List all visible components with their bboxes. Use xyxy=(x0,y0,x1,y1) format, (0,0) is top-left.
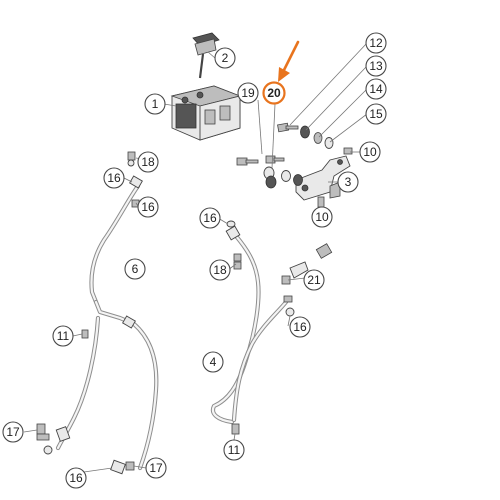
callout-10-upper: 10 xyxy=(359,141,381,163)
highlight-arrow xyxy=(278,40,300,82)
callout-label: 18 xyxy=(213,263,227,277)
callout-label: 13 xyxy=(369,59,383,73)
callout-17-b: 17 xyxy=(145,457,167,479)
callout-label: 4 xyxy=(210,355,217,369)
callout-label: 12 xyxy=(369,36,383,50)
callout-16-a: 16 xyxy=(103,167,125,189)
callout-16-c: 16 xyxy=(199,207,221,229)
callout-14: 14 xyxy=(365,78,387,100)
callout-11-left: 11 xyxy=(52,325,74,347)
callout-label: 11 xyxy=(57,329,70,343)
callout-18-a: 18 xyxy=(137,151,159,173)
callout-2: 2 xyxy=(214,47,236,69)
callout-label: 16 xyxy=(293,320,307,334)
callout-label: 16 xyxy=(141,200,155,214)
callout-label: 20 xyxy=(267,86,281,100)
callout-19: 19 xyxy=(237,82,259,104)
callout-16-d: 16 xyxy=(289,316,311,338)
callout-label: 18 xyxy=(141,155,155,169)
leader-lines xyxy=(23,42,368,473)
callout-3: 3 xyxy=(337,171,359,193)
callout-16-b: 16 xyxy=(137,196,159,218)
callout-4: 4 xyxy=(202,351,224,373)
callout-1: 1 xyxy=(144,93,166,115)
callout-11-bottom: 11 xyxy=(223,439,245,461)
abs-modulator-unit xyxy=(170,85,242,141)
callout-label: 17 xyxy=(6,425,20,439)
callout-label: 3 xyxy=(345,175,352,189)
callout-label: 16 xyxy=(69,471,83,485)
callout-label: 15 xyxy=(369,107,383,121)
callout-17-a: 17 xyxy=(2,421,24,443)
callout-label: 6 xyxy=(132,262,139,276)
callout-label: 16 xyxy=(203,211,217,225)
callout-label: 1 xyxy=(152,97,159,111)
callout-label: 21 xyxy=(307,273,321,287)
callout-label: 19 xyxy=(241,86,255,100)
callout-21: 21 xyxy=(303,269,325,291)
callout-18-b: 18 xyxy=(209,259,231,281)
callout-label: 17 xyxy=(149,461,163,475)
brake-hoses xyxy=(55,183,289,471)
hose-fittings xyxy=(36,151,333,475)
callout-12: 12 xyxy=(365,32,387,54)
callout-16-e: 16 xyxy=(65,467,87,489)
bracket-part xyxy=(295,155,351,201)
connector-part xyxy=(192,32,220,79)
callout-label: 14 xyxy=(369,82,383,96)
callout-15: 15 xyxy=(365,103,387,125)
callout-label: 10 xyxy=(315,210,329,224)
callout-13: 13 xyxy=(365,55,387,77)
callout-label: 10 xyxy=(363,145,377,159)
callout-10-lower: 10 xyxy=(311,206,333,228)
callout-label: 2 xyxy=(222,51,229,65)
callout-label: 11 xyxy=(228,443,241,457)
callout-20-highlighted: 20 xyxy=(262,81,286,105)
callout-label: 16 xyxy=(107,171,121,185)
callout-6: 6 xyxy=(124,258,146,280)
